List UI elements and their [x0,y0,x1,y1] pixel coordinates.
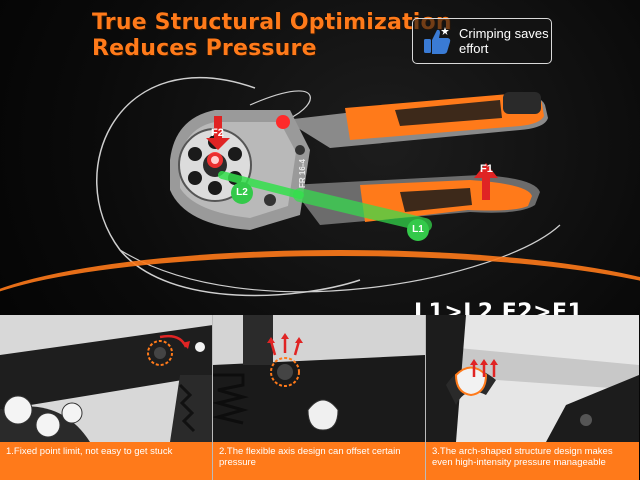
thumbs-up-icon [424,27,451,54]
title-line-1: True Structural Optimization [92,10,452,35]
lever-label-l2: L2 [231,182,253,204]
badge-text-line-1: Crimping saves [459,26,549,41]
title-line-2: Reduces Pressure [92,36,317,61]
feature-badge: Crimping saves effort [412,18,552,64]
badge-text: Crimping saves effort [459,26,549,56]
panel-2-illustration [213,315,425,442]
badge-text-line-2: effort [459,41,489,56]
force-label-f2: F2 [211,127,224,139]
lever-label-l1: L1 [407,219,429,241]
detail-panel-3: 3.The arch-shaped structure design makes… [426,315,639,480]
panel-3-caption: 3.The arch-shaped structure design makes… [426,442,639,480]
crimping-tool-illustration [170,92,548,232]
force-label-f1: F1 [480,163,493,175]
panel-2-caption: 2.The flexible axis design can offset ce… [213,442,425,480]
panel-1-caption: 1.Fixed point limit, not easy to get stu… [0,442,212,480]
panel-3-illustration [426,315,639,442]
detail-panels: 1.Fixed point limit, not easy to get stu… [0,315,640,480]
hero-section: True Structural Optimization Reduces Pre… [0,10,640,325]
detail-panel-1: 1.Fixed point limit, not easy to get stu… [0,315,213,480]
panel-1-illustration [0,315,212,442]
model-code: FR 16-4 [298,159,307,188]
detail-panel-2: 2.The flexible axis design can offset ce… [213,315,426,480]
orange-swoosh [0,250,640,320]
